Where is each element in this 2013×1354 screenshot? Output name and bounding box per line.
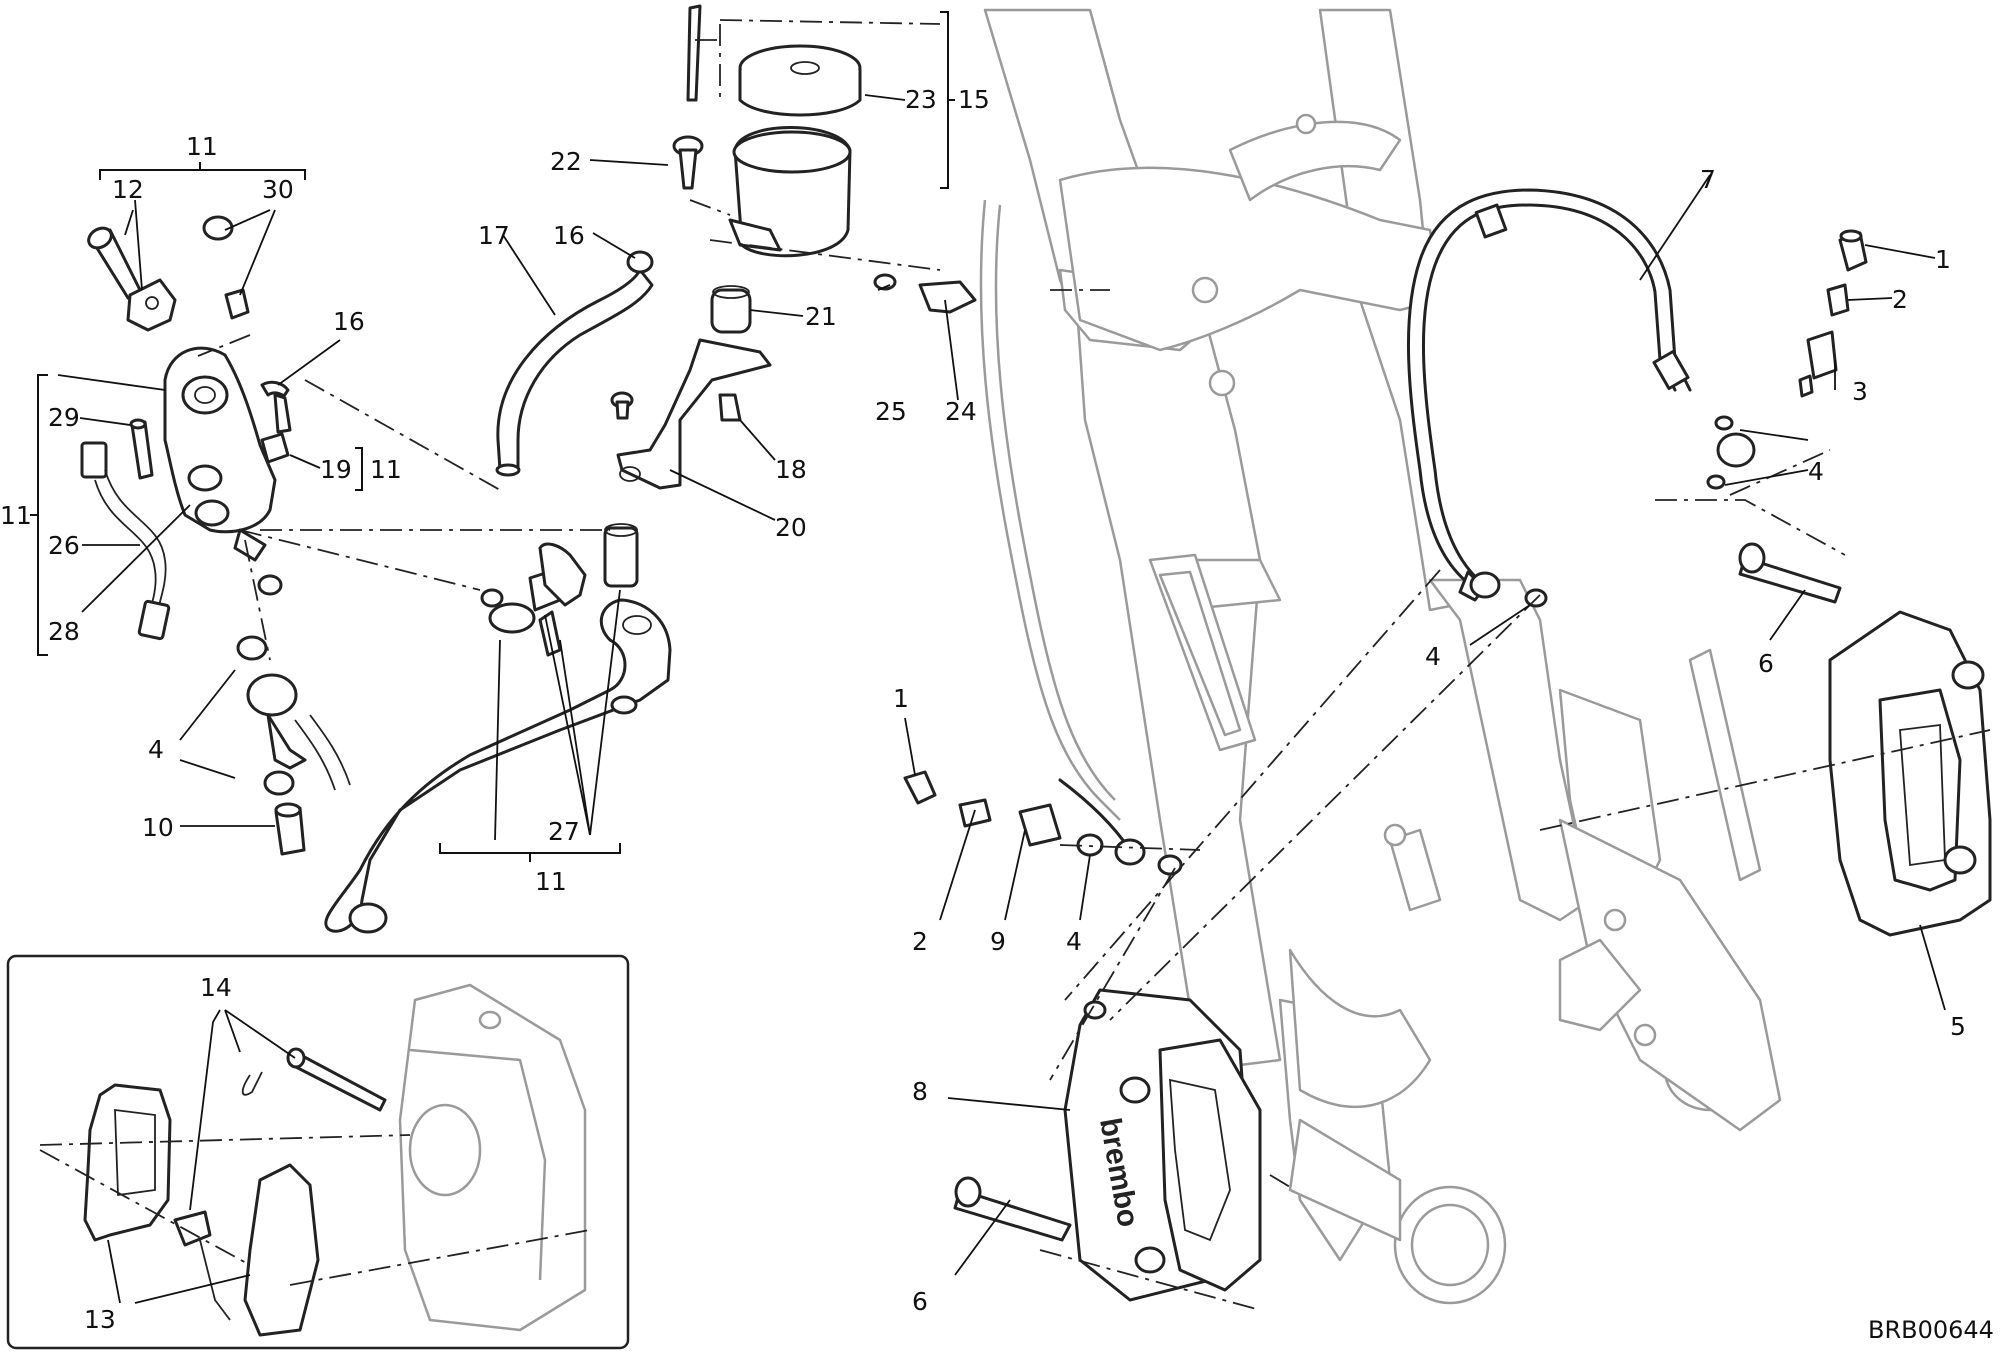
label-11-mid: 11	[370, 455, 402, 484]
label-7: 7	[1700, 165, 1716, 194]
label-17: 17	[478, 221, 510, 250]
master-cylinder-assembly	[80, 215, 351, 856]
drawing-code: BRB00644	[1868, 1316, 1994, 1344]
bleed-screw-2b	[958, 798, 992, 828]
label-24: 24	[945, 397, 977, 426]
reservoir-screw	[686, 4, 702, 102]
caliper-5	[1738, 542, 1992, 937]
label-11-bottom: 11	[535, 867, 567, 896]
label-14: 14	[200, 973, 232, 1002]
brake-lever-assembly	[324, 523, 672, 934]
label-16-left: 16	[333, 307, 365, 336]
label-27: 27	[548, 817, 580, 846]
brace-11-bottom	[439, 843, 621, 854]
brace-15	[940, 11, 949, 189]
brake-pad-13b	[243, 1163, 320, 1337]
label-18: 18	[775, 455, 807, 484]
label-4-mid: 4	[1425, 642, 1441, 671]
cap-30b	[224, 288, 250, 320]
caliper-bolt-6a	[1738, 556, 1842, 604]
label-4-bottom: 4	[1066, 927, 1082, 956]
label-30: 30	[262, 175, 294, 204]
bracket-20	[616, 338, 772, 490]
label-20: 20	[775, 513, 807, 542]
reservoir-assembly	[495, 4, 862, 490]
cap-30a	[202, 215, 234, 241]
label-8: 8	[912, 1077, 928, 1106]
label-25: 25	[875, 397, 907, 426]
label-6-top: 6	[1758, 649, 1774, 678]
label-21: 21	[805, 302, 837, 331]
label-2-bottom: 2	[912, 927, 928, 956]
label-12: 12	[112, 175, 144, 204]
label-26: 26	[48, 531, 80, 560]
label-10: 10	[142, 813, 174, 842]
hose-17	[496, 268, 654, 474]
clip-16	[260, 380, 290, 398]
label-9: 9	[990, 927, 1006, 956]
brake-pad-13a	[83, 1083, 172, 1242]
caliper-bolt-6b	[953, 1188, 1072, 1242]
spacer-27	[603, 526, 639, 588]
leader-lines	[57, 94, 1946, 1304]
brake-line-assembly	[873, 188, 1868, 876]
label-4-left: 4	[148, 735, 164, 764]
braces	[30, 11, 955, 862]
label-28: 28	[48, 617, 80, 646]
banjo-19	[260, 432, 290, 464]
banjo-bolt-9	[1018, 803, 1062, 847]
bracket-24	[918, 280, 977, 314]
brace-11-top	[99, 169, 306, 180]
connector-26	[80, 441, 108, 479]
label-2-top: 2	[1892, 285, 1908, 314]
callout-labels: 11 12 30 16 29 19 11 11 26 28 4 10 17 16…	[0, 85, 1994, 1344]
label-15: 15	[958, 85, 990, 114]
bolt-18	[718, 393, 742, 422]
label-16-center: 16	[553, 221, 585, 250]
label-23: 23	[905, 85, 937, 114]
bleed-screw-2	[1826, 283, 1850, 317]
adjuster-27	[538, 542, 587, 607]
assembly-lines	[39, 19, 1991, 1311]
label-6-bottom: 6	[912, 1287, 928, 1316]
label-1-bottom: 1	[893, 684, 909, 713]
label-29: 29	[48, 403, 80, 432]
label-4-top: 4	[1808, 457, 1824, 486]
handlebar-clamp	[126, 278, 177, 332]
label-13: 13	[84, 1305, 116, 1334]
brace-11-left	[37, 374, 48, 656]
label-1-top: 1	[1935, 245, 1951, 274]
label-5: 5	[1950, 1012, 1966, 1041]
bleed-union-3	[1806, 330, 1838, 380]
banjo-fitting	[246, 673, 298, 717]
label-11-top: 11	[186, 132, 218, 161]
label-11-left: 11	[0, 501, 32, 530]
label-3: 3	[1852, 377, 1868, 406]
switch-29	[130, 420, 154, 480]
label-22: 22	[550, 147, 582, 176]
label-19: 19	[320, 455, 352, 484]
pad-spring	[173, 1210, 212, 1247]
brake-lever	[324, 598, 672, 933]
brake-pad-inset	[6, 954, 630, 1350]
grommet-21	[710, 288, 752, 334]
caliper-8: brembo	[953, 988, 1262, 1302]
bleed-cap-1b	[903, 770, 937, 805]
